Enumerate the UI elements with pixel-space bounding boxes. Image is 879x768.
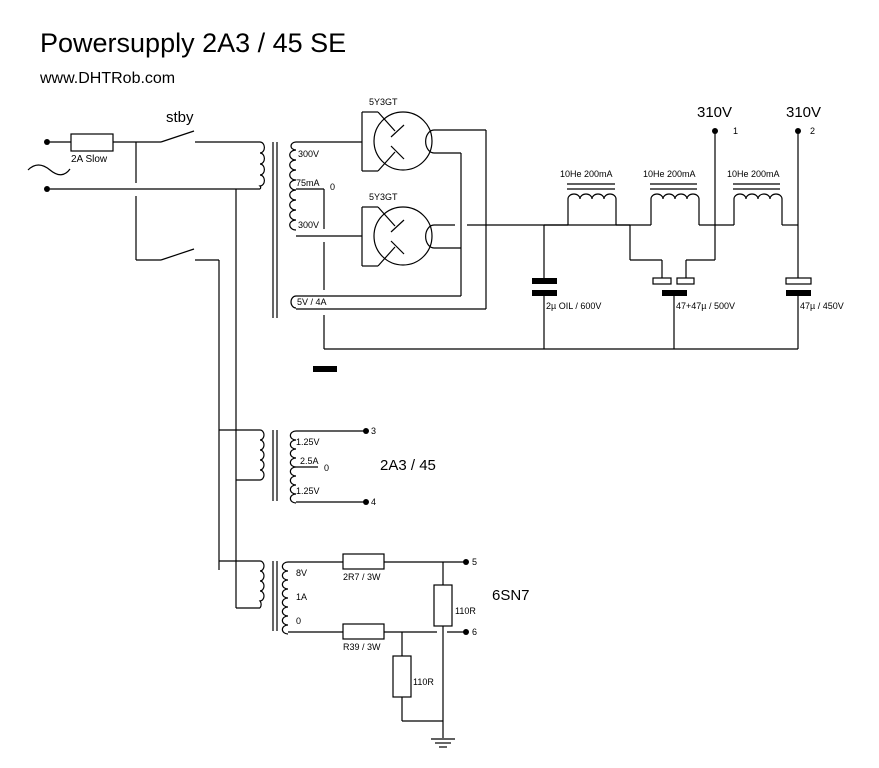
standby-label: stby bbox=[166, 109, 194, 126]
filament-2a3-tube-label: 2A3 / 45 bbox=[380, 457, 436, 474]
capacitor-final-label: 47µ / 450V bbox=[800, 301, 844, 311]
primary-coil bbox=[258, 141, 265, 190]
standby-switch bbox=[160, 130, 195, 143]
hv-secondary-coil bbox=[289, 141, 297, 231]
output-2-voltage: 310V bbox=[786, 104, 821, 121]
capacitor-final: 47µ / 450V bbox=[785, 277, 844, 349]
choke-2: 10He 200mA bbox=[643, 169, 700, 225]
output-1-number: 1 bbox=[733, 126, 738, 136]
choke-3-label: 10He 200mA bbox=[727, 169, 780, 179]
filament-transformer-2a3: 3 1.25V 2.5A 0 1.25V 4 2A3 / 45 bbox=[219, 426, 436, 507]
filament-2a3-current-label: 2.5A bbox=[300, 456, 319, 466]
choke-1: 10He 200mA bbox=[560, 169, 617, 225]
fuse bbox=[70, 133, 114, 152]
center-tap-label: 0 bbox=[330, 182, 335, 192]
hv-bottom-label: 300V bbox=[298, 220, 319, 230]
resistor-2r7-label: 2R7 / 3W bbox=[343, 572, 381, 582]
rectifier-bottom-label: 5Y3GT bbox=[369, 192, 398, 202]
filament-switch bbox=[160, 248, 195, 261]
choke-2-label: 10He 200mA bbox=[643, 169, 696, 179]
mains-input: 2A Slow stby bbox=[27, 109, 260, 608]
output-1: 310V 1 bbox=[697, 104, 738, 260]
filament-6sn7-voltage-label: 8V bbox=[296, 568, 307, 578]
terminal-6[interactable] bbox=[463, 629, 469, 635]
fuse-label: 2A Slow bbox=[71, 154, 108, 165]
resistor-110r-lower bbox=[392, 655, 412, 698]
rectifier-bottom: 5Y3GT bbox=[361, 192, 461, 267]
mains-terminal-neutral bbox=[44, 186, 50, 192]
capacitor-dual: 47+47µ / 500V bbox=[629, 225, 735, 349]
filament-2a3-top-label: 1.25V bbox=[296, 437, 320, 447]
resistor-110r-upper bbox=[433, 584, 453, 627]
rectifier-top-label: 5Y3GT bbox=[369, 97, 398, 107]
resistor-2r7 bbox=[342, 553, 385, 570]
output-2: 310V 2 bbox=[786, 104, 821, 278]
title: Powersupply 2A3 / 45 SE bbox=[40, 28, 346, 58]
choke-3: 10He 200mA bbox=[727, 169, 783, 225]
heater-winding-coil bbox=[290, 295, 297, 309]
terminal-6-label: 6 bbox=[472, 627, 477, 637]
capacitor-dual-label: 47+47µ / 500V bbox=[676, 301, 735, 311]
hv-current-label: 75mA bbox=[296, 178, 320, 188]
terminal-4-label: 4 bbox=[371, 497, 376, 507]
resistor-110r-lower-label: 110R bbox=[413, 677, 434, 687]
output-1-voltage: 310V bbox=[697, 104, 732, 121]
terminal-5-label: 5 bbox=[472, 557, 477, 567]
filament-2a3-bottom-label: 1.25V bbox=[296, 486, 320, 496]
capacitor-oil: 2µ OIL / 600V bbox=[532, 225, 601, 349]
filament-2a3-ct-label: 0 bbox=[324, 463, 329, 473]
filament-6sn7-tube-label: 6SN7 bbox=[492, 587, 530, 604]
rectifier-top: 5Y3GT bbox=[361, 97, 486, 172]
resistor-110r-upper-label: 110R bbox=[455, 606, 476, 616]
hv-top-label: 300V bbox=[298, 149, 319, 159]
mains-terminal-live bbox=[44, 139, 50, 145]
ground-icon bbox=[431, 738, 455, 748]
heater-winding-label: 5V / 4A bbox=[297, 297, 327, 307]
power-transformer: 300V 75mA 0 300V 5V / 4A bbox=[258, 141, 486, 349]
capacitor-oil-label: 2µ OIL / 600V bbox=[546, 301, 601, 311]
choke-1-label: 10He 200mA bbox=[560, 169, 613, 179]
terminal-3-label: 3 bbox=[371, 426, 376, 436]
website: www.DHTRob.com bbox=[39, 70, 175, 87]
terminal-3[interactable] bbox=[363, 428, 369, 434]
resistor-r39-label: R39 / 3W bbox=[343, 642, 381, 652]
chassis-ground-icon bbox=[313, 366, 337, 372]
filament-2a3-primary bbox=[259, 429, 265, 481]
resistor-r39 bbox=[342, 623, 385, 640]
filament-6sn7-zero-label: 0 bbox=[296, 616, 301, 626]
terminal-5[interactable] bbox=[463, 559, 469, 565]
filament-6sn7-primary bbox=[258, 560, 265, 609]
filament-6sn7-secondary bbox=[281, 561, 289, 635]
filament-transformer-6sn7: 8V 1A 0 2R7 / 3W 5 R39 / 3W 6 110R 110R bbox=[219, 553, 530, 748]
filament-6sn7-current-label: 1A bbox=[296, 592, 307, 602]
ac-symbol-icon bbox=[27, 164, 71, 176]
output-2-number: 2 bbox=[810, 126, 815, 136]
terminal-4[interactable] bbox=[363, 499, 369, 505]
